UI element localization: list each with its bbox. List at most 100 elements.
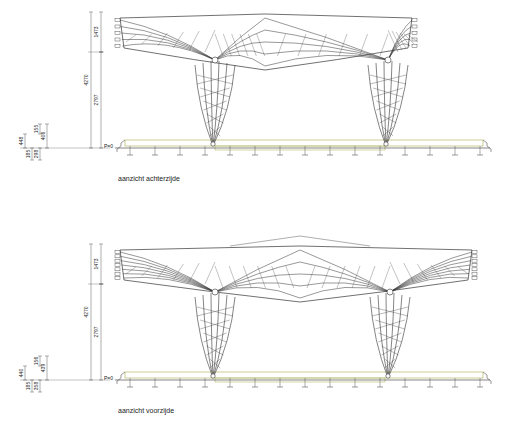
drawing-stroke [152,387,158,388]
drawing-stroke [300,287,390,298]
drawing-stroke [280,146,281,155]
drawing-stroke [404,34,414,44]
drawing-stroke [252,155,258,156]
drawing-stroke [155,378,156,387]
drawing-stroke [213,61,219,146]
drawing-stroke [121,256,215,292]
drawing-stroke [122,269,215,292]
dimension-text: 185 [26,150,31,158]
drawing-stroke [89,12,93,13]
rib-end [472,259,477,262]
drawing-stroke [115,380,490,381]
level-mark: P=0 [104,376,113,381]
level-mark: P=0 [104,144,113,149]
drawing-stroke [370,75,406,84]
drawing-stroke [390,277,468,292]
rib-end [115,251,120,254]
rib-end [412,25,417,28]
drawing-stroke [158,265,168,278]
rib-end [472,255,477,258]
drawing-stroke [278,34,286,56]
rib-end [115,259,120,262]
drawing-stroke [40,380,41,392]
drawing-stroke [390,274,469,292]
drawing-stroke [386,63,400,146]
drawing-stroke [390,265,470,292]
drawing-stroke [180,146,181,155]
drawing-stroke [205,30,215,52]
rib-end [472,251,477,254]
drawing-stroke [480,378,481,387]
drawing-stroke [200,320,230,329]
drawing-stroke [101,52,102,148]
drawing-stroke [430,146,431,155]
rib-end [115,255,120,258]
rib-end [472,277,477,280]
drawing-stroke [121,33,215,60]
drawing-stroke [142,266,152,276]
view-caption: aanzicht achterzijde [118,175,180,182]
drawing-stroke [377,155,383,156]
drawing-stroke [123,274,215,292]
drawing-stroke [203,101,226,110]
drawing-stroke [205,146,206,155]
drawing-stroke [38,392,42,393]
drawing-stroke [177,387,183,388]
drawing-stroke [207,114,224,123]
drawing-stroke [339,34,347,56]
drawing-stroke [203,101,226,110]
drawing-stroke [215,287,300,298]
drawing-stroke [305,146,306,155]
drawing-stroke [386,293,388,378]
drawing-stroke [120,252,215,292]
drawing-stroke [203,333,226,342]
drawing-stroke [203,333,226,342]
drawing-stroke [452,155,458,156]
drawing-stroke [205,262,215,284]
drawing-stroke [372,307,408,316]
drawing-stroke [277,387,283,388]
drawing-stroke [45,356,49,357]
dimension-text: 358 [34,382,39,390]
drawing-stroke [305,378,306,387]
drawing-stroke [477,155,483,156]
drawing-stroke [404,263,414,282]
drawing-stroke [122,44,215,60]
drawing-stroke [427,387,433,388]
drawing-stroke [227,155,233,156]
drawing-stroke [120,246,300,302]
column-base [384,142,388,146]
column-node [385,57,391,63]
drawing-stroke [330,146,331,155]
drawing-stroke [38,160,42,161]
drawing-stroke [380,34,388,56]
drawing-stroke [385,359,395,368]
drawing-stroke [378,333,401,342]
drawing-stroke [99,244,103,245]
drawing-stroke [330,378,331,387]
drawing-stroke [300,246,472,302]
drawing-stroke [382,346,399,355]
drawing-stroke [390,261,471,292]
drawing-stroke [91,12,92,148]
column-node [212,289,218,295]
drawing-stroke [25,366,26,380]
rib-end [115,277,120,280]
drawing-stroke [377,387,383,388]
dimension-text: 298 [34,150,39,158]
drawing-stroke [99,12,103,13]
dimension-text: 156 [34,357,39,365]
drawing-stroke [215,18,265,60]
drawing-stroke [372,307,408,316]
drawing-stroke [388,27,411,61]
drawing-stroke [327,387,333,388]
drawing-stroke [91,244,92,380]
drawing-stroke [230,146,231,155]
drawing-stroke [23,366,27,367]
drawing-stroke [480,146,481,155]
drawing-stroke [367,266,375,288]
drawing-stroke [38,356,42,357]
drawing-stroke [197,307,233,316]
drawing-stroke [232,34,240,56]
drawing-stroke [223,34,231,56]
